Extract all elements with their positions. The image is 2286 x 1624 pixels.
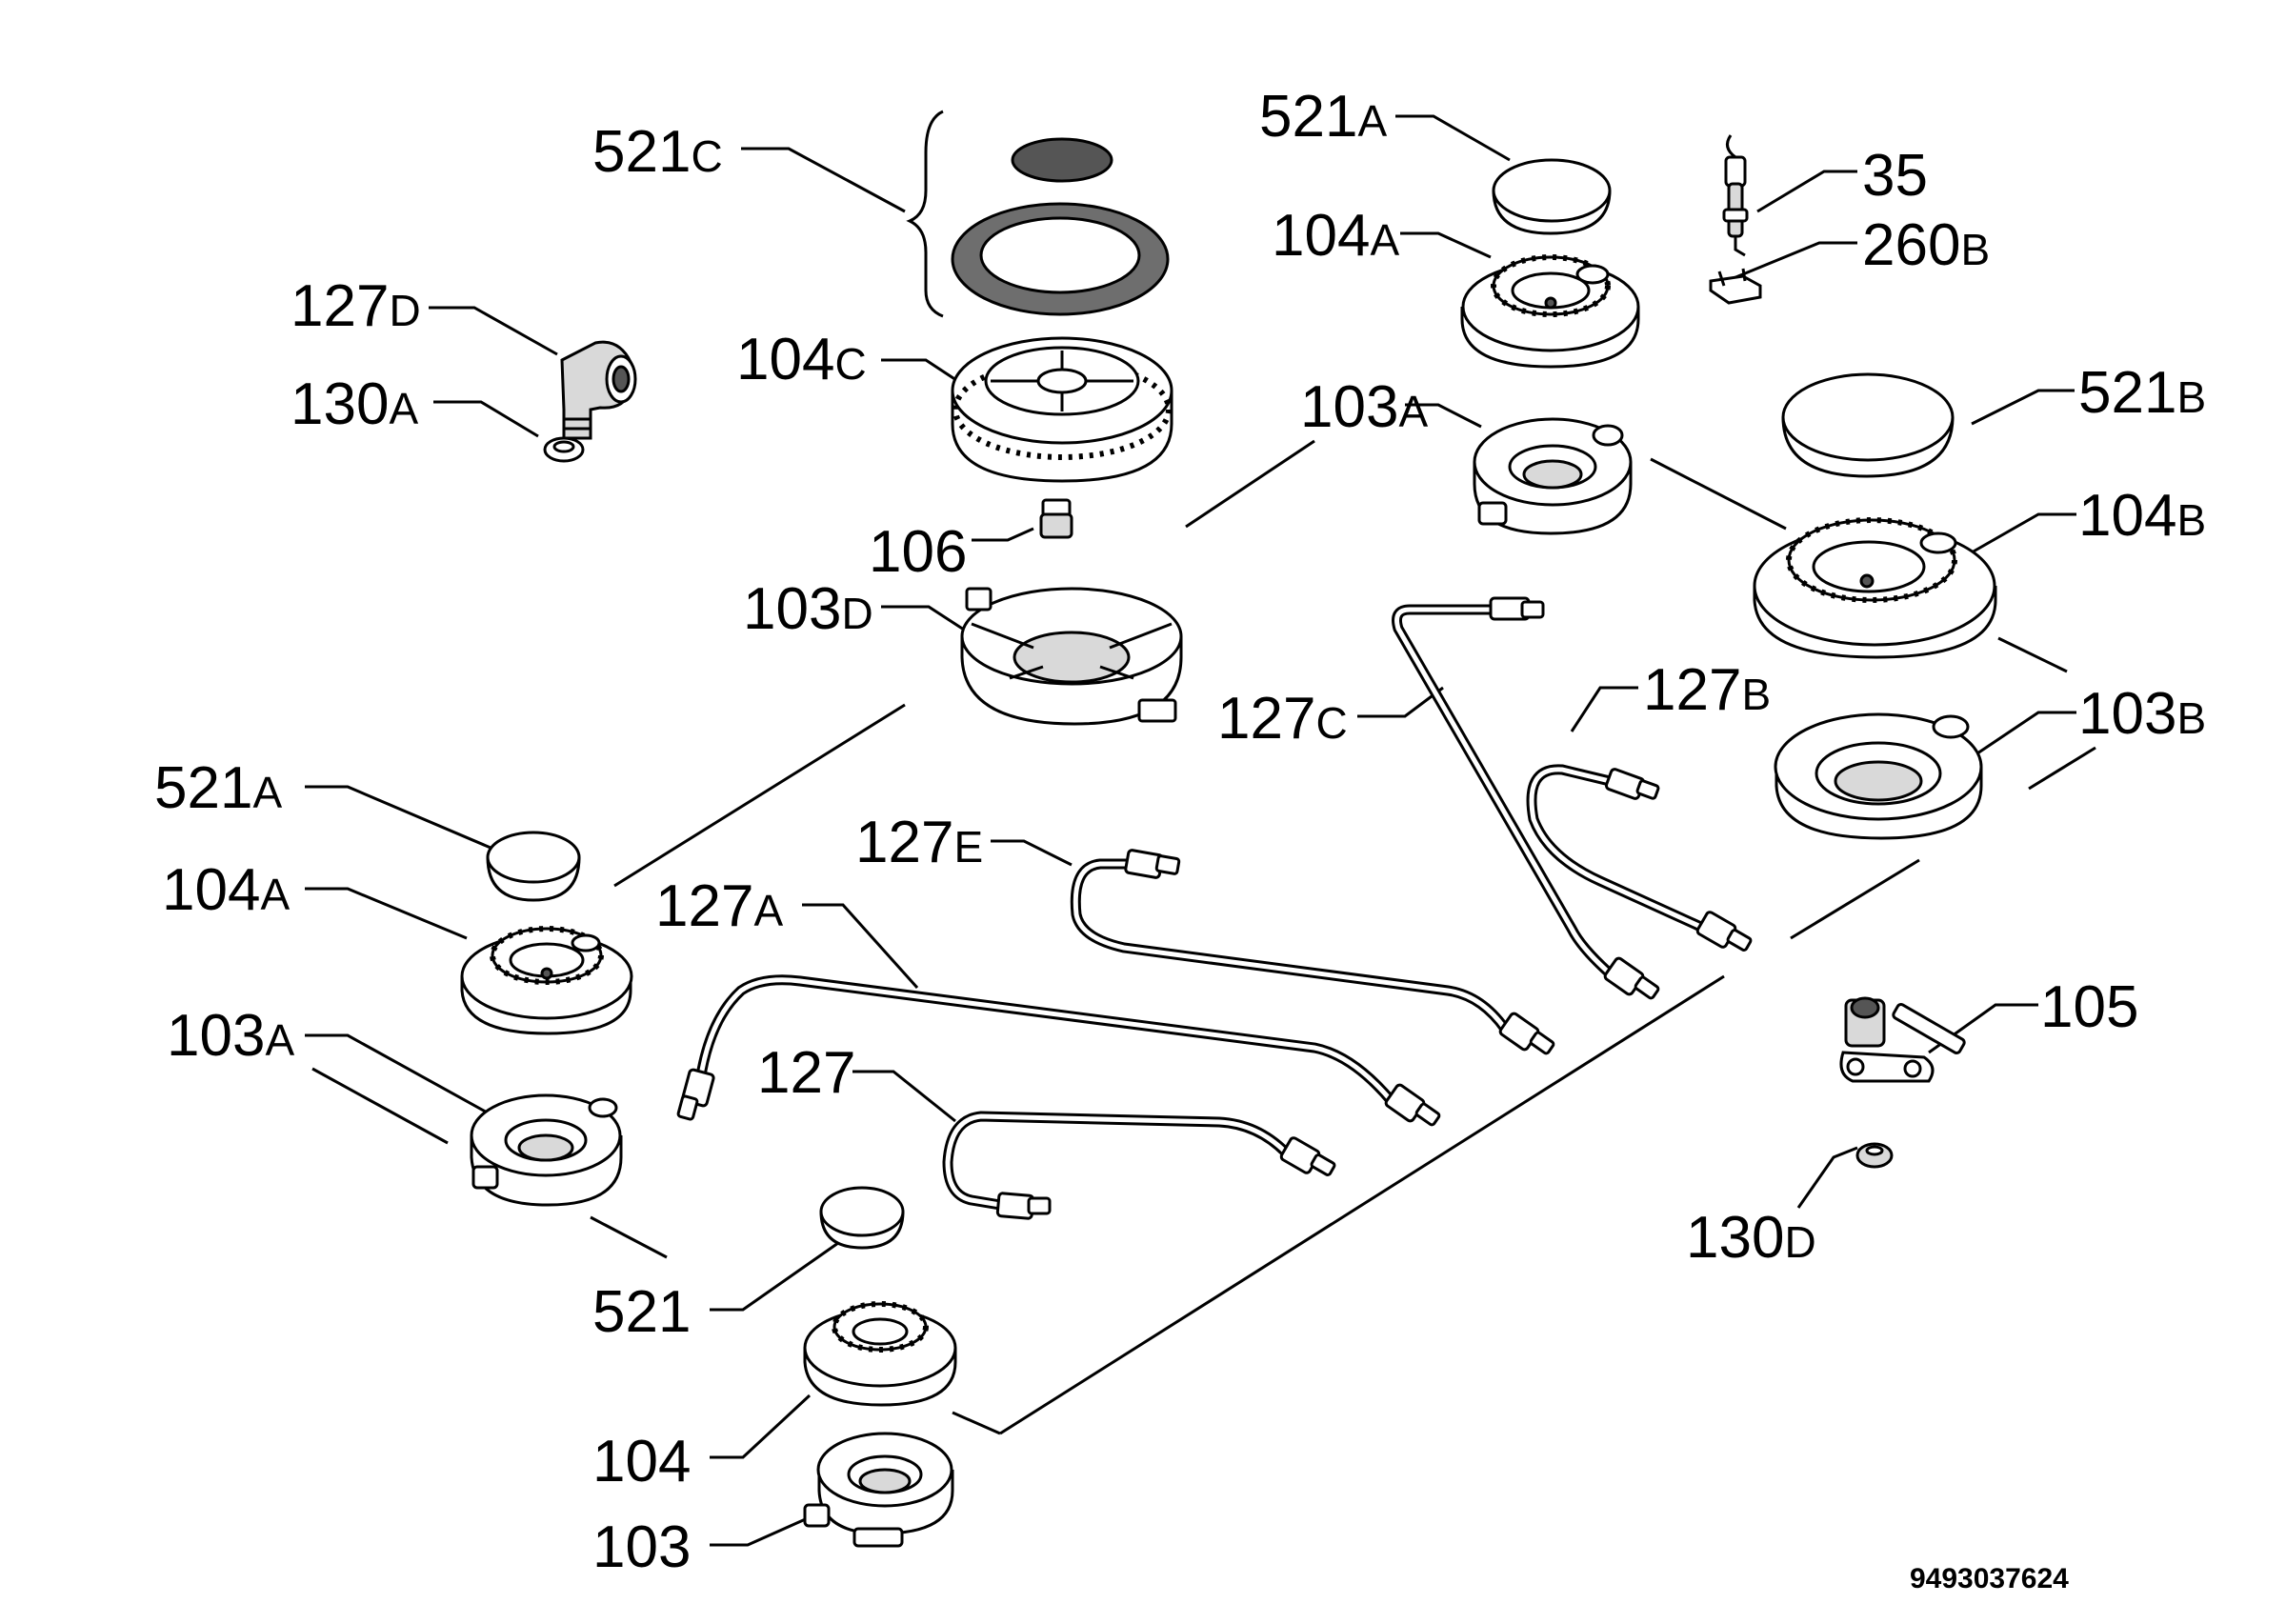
- pipe-127: [942, 1111, 1336, 1220]
- ring-521c: [951, 202, 1170, 316]
- burner-104b: [1753, 517, 1997, 659]
- label-127e: 127E: [855, 810, 983, 875]
- burner-base-103a-top: [1473, 417, 1633, 535]
- burner-104: [803, 1301, 957, 1407]
- label-103a-left: 103A: [167, 1003, 294, 1069]
- pipe-127a: [676, 974, 1441, 1127]
- burner-base-103: [803, 1432, 954, 1548]
- cap-521a-left: [486, 831, 581, 902]
- leader-lines: [305, 110, 2076, 1547]
- burner-base-103a-left: [470, 1093, 623, 1207]
- label-521b: 521B: [2078, 360, 2206, 426]
- label-130d: 130D: [1686, 1205, 1816, 1271]
- label-521a-top: 521A: [1259, 84, 1387, 150]
- label-260b: 260B: [1862, 212, 1990, 278]
- label-104: 104: [592, 1429, 691, 1494]
- label-103d: 103D: [743, 576, 873, 642]
- pipe-127b: [1526, 764, 1753, 952]
- cap-521b: [1781, 372, 1955, 478]
- washer-130d: [1855, 1142, 1894, 1169]
- label-130a: 130A: [291, 371, 418, 437]
- label-103a-top: 103A: [1300, 374, 1428, 440]
- valve-105: [1839, 996, 1966, 1083]
- injector-106: [1039, 498, 1073, 539]
- label-103b: 103B: [2078, 681, 2206, 747]
- cap-521: [819, 1186, 905, 1250]
- cap-521c-small-disc: [1011, 137, 1113, 183]
- label-103: 103: [592, 1514, 691, 1580]
- burner-104a-top: [1460, 254, 1640, 369]
- burner-base-103b: [1774, 712, 1983, 840]
- gas-pipes: [676, 596, 1753, 1220]
- label-521: 521: [592, 1279, 691, 1345]
- label-106: 106: [869, 519, 967, 585]
- cap-521a-top: [1492, 158, 1612, 235]
- burner-base-103d: [960, 587, 1183, 726]
- burner-104c: [951, 336, 1173, 483]
- pipe-127c: [1392, 596, 1660, 1000]
- label-127a: 127A: [655, 873, 783, 939]
- label-127b: 127B: [1643, 657, 1771, 723]
- elbow-127d: [560, 340, 637, 440]
- label-104a-left: 104A: [162, 857, 290, 923]
- guide-lines: [311, 439, 2096, 1435]
- label-35: 35: [1862, 143, 1928, 209]
- label-104a-top: 104A: [1272, 203, 1399, 269]
- label-127: 127: [757, 1040, 855, 1106]
- label-104c: 104C: [736, 327, 867, 392]
- igniter-35: [1722, 134, 1749, 257]
- label-105: 105: [2040, 974, 2138, 1040]
- washer-130a: [543, 436, 585, 463]
- clip-260b: [1709, 268, 1762, 305]
- label-127c: 127C: [1217, 686, 1348, 752]
- label-127d: 127D: [291, 273, 421, 339]
- label-521a-left: 521A: [154, 755, 282, 821]
- label-521c: 521C: [592, 119, 723, 185]
- document-number: 9493037624: [1910, 1563, 2069, 1594]
- burner-104a-left: [460, 926, 633, 1035]
- label-104b: 104B: [2078, 483, 2206, 549]
- pipe-127e: [1070, 849, 1555, 1055]
- part-labels: 521C 127D 130A 104C 106 103D 521A 104A 1…: [154, 84, 2206, 1594]
